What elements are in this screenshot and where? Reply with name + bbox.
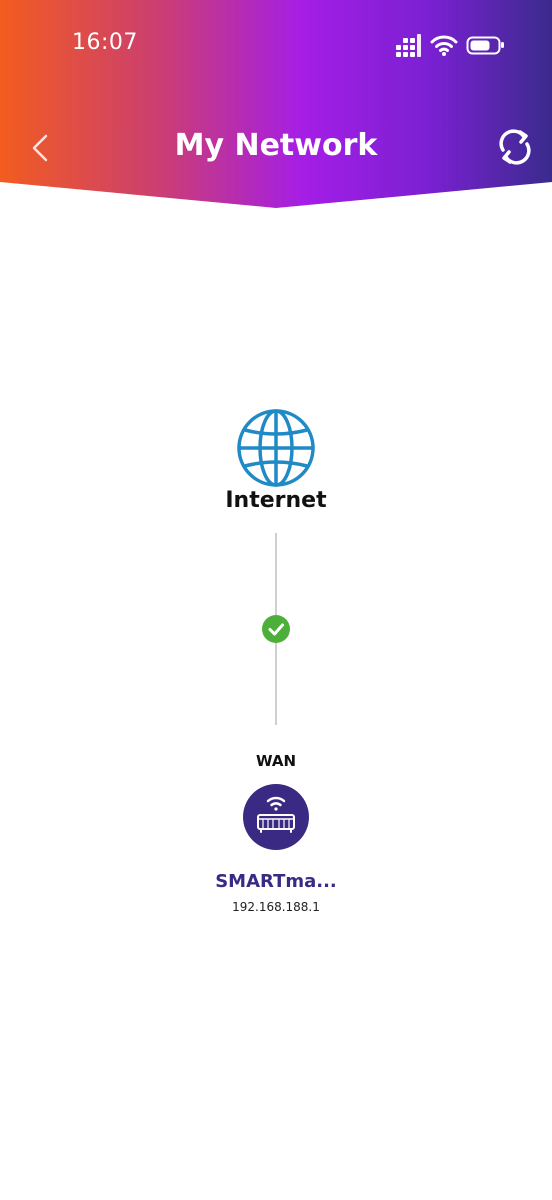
refresh-button[interactable] — [494, 126, 536, 168]
device-name[interactable]: SMARTma... — [215, 871, 337, 892]
internet-node[interactable] — [236, 408, 316, 488]
internet-label: Internet — [225, 488, 327, 513]
check-circle-icon — [262, 615, 290, 643]
globe-icon — [237, 409, 315, 487]
chevron-left-icon — [32, 134, 48, 162]
refresh-icon — [499, 129, 531, 165]
device-ip: 192.168.188.1 — [232, 900, 320, 914]
app-header: 16:07 — [0, 0, 552, 210]
battery-icon — [466, 32, 506, 58]
status-icons — [394, 32, 506, 58]
router-node[interactable] — [243, 784, 309, 850]
back-button[interactable] — [26, 128, 58, 168]
status-time: 16:07 — [72, 30, 138, 55]
wifi-status-icon — [430, 32, 458, 58]
signal-icon — [394, 32, 422, 58]
connection-status — [262, 615, 290, 643]
wan-label: WAN — [255, 752, 297, 770]
page-title: My Network — [174, 128, 378, 163]
router-icon — [257, 796, 295, 833]
